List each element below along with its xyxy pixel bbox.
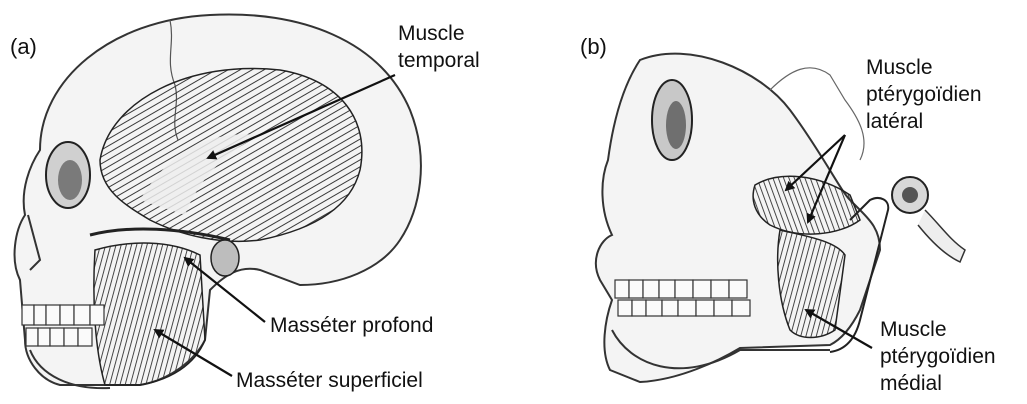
teeth-b — [615, 280, 750, 316]
label-lateral-line2: ptérygoïdien — [866, 81, 982, 108]
medial-pterygoid-muscle — [778, 230, 845, 338]
label-medial-line2: ptérygoïdien — [880, 343, 996, 370]
label-lateral-line3: latéral — [866, 108, 982, 135]
panel-b-tag: (b) — [580, 34, 607, 60]
teeth-a — [22, 305, 104, 346]
label-temporal-line1: Muscle — [398, 20, 480, 47]
label-medial-pterygoid: Muscle ptérygoïdien médial — [880, 316, 996, 397]
label-masseter-deep: Masséter profond — [270, 312, 433, 339]
label-lateral-line1: Muscle — [866, 54, 982, 81]
label-lateral-pterygoid: Muscle ptérygoïdien latéral — [866, 54, 982, 135]
label-masseter-superficial: Masséter superficiel — [236, 367, 423, 394]
label-medial-line1: Muscle — [880, 316, 996, 343]
label-temporal-line2: temporal — [398, 47, 480, 74]
label-medial-line3: médial — [880, 370, 996, 397]
panel-a-tag: (a) — [10, 34, 37, 60]
label-temporal-muscle: Muscle temporal — [398, 20, 480, 74]
masseter-muscle — [94, 243, 205, 385]
